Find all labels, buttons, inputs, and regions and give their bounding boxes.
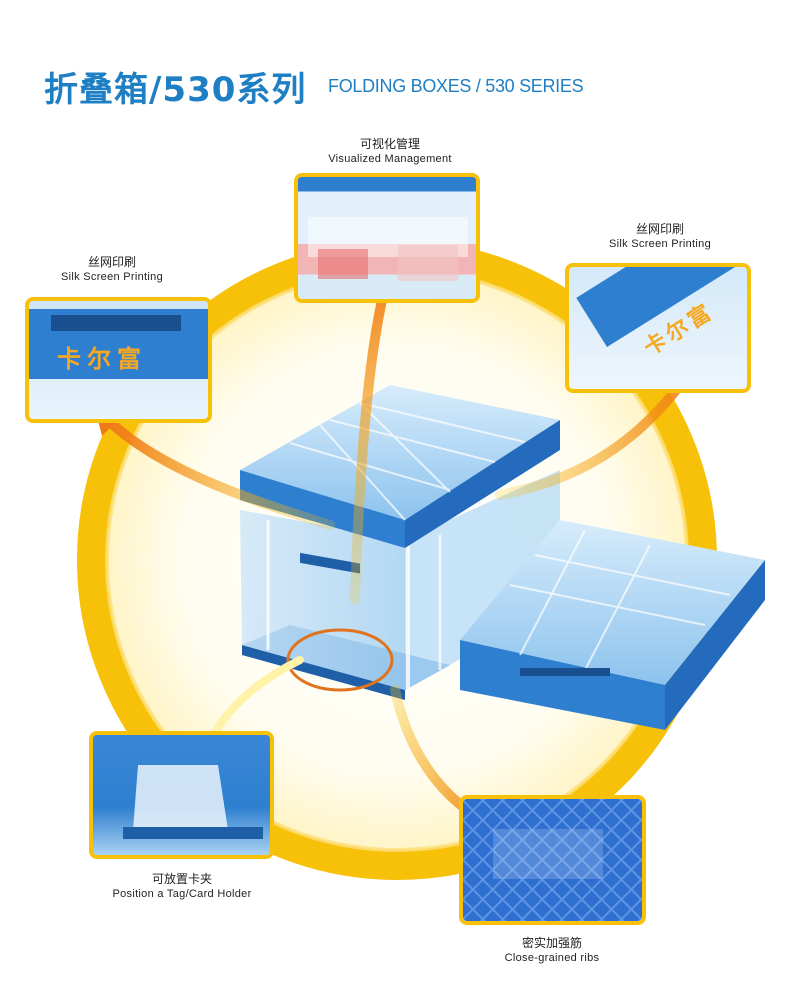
caption-silk-right-en: Silk Screen Printing bbox=[609, 238, 711, 250]
caption-silk-right-zh: 丝网印刷 bbox=[635, 222, 684, 236]
photo-silk-right: 卡尔富 bbox=[565, 263, 751, 393]
photo-card-holder bbox=[89, 731, 274, 859]
caption-silk-left: 丝网印刷 Silk Screen Printing bbox=[32, 255, 192, 285]
highlight-ellipse bbox=[286, 628, 394, 692]
page-subtitle: FOLDING BOXES / 530 SERIES bbox=[328, 76, 584, 96]
caption-visualized-en: Visualized Management bbox=[328, 153, 452, 165]
caption-ribs-en: Close-grained ribs bbox=[504, 952, 600, 964]
caption-silk-left-zh: 丝网印刷 bbox=[87, 255, 136, 269]
photo-visualized bbox=[294, 173, 480, 303]
caption-ribs-zh: 密实加强筋 bbox=[521, 936, 582, 950]
silk-logo-left: 卡尔富 bbox=[57, 345, 147, 373]
arrow-left bbox=[103, 415, 335, 530]
caption-card-holder: 可放置卡夹 Position a Tag/Card Holder bbox=[82, 872, 282, 902]
caption-silk-right: 丝网印刷 Silk Screen Printing bbox=[580, 222, 740, 252]
folding-box-folded bbox=[460, 520, 765, 730]
caption-card-holder-zh: 可放置卡夹 bbox=[151, 872, 212, 886]
folding-box-open bbox=[240, 385, 560, 700]
caption-visualized: 可视化管理 Visualized Management bbox=[290, 137, 490, 167]
caption-ribs: 密实加强筋 Close-grained ribs bbox=[452, 936, 652, 966]
caption-visualized-zh: 可视化管理 bbox=[359, 137, 420, 151]
page-title: 折叠箱/530系列 bbox=[44, 70, 307, 110]
caption-silk-left-en: Silk Screen Printing bbox=[61, 271, 163, 283]
photo-silk-left: 卡尔富 bbox=[25, 297, 212, 423]
photo-ribs bbox=[459, 795, 646, 925]
caption-card-holder-en: Position a Tag/Card Holder bbox=[112, 888, 252, 900]
